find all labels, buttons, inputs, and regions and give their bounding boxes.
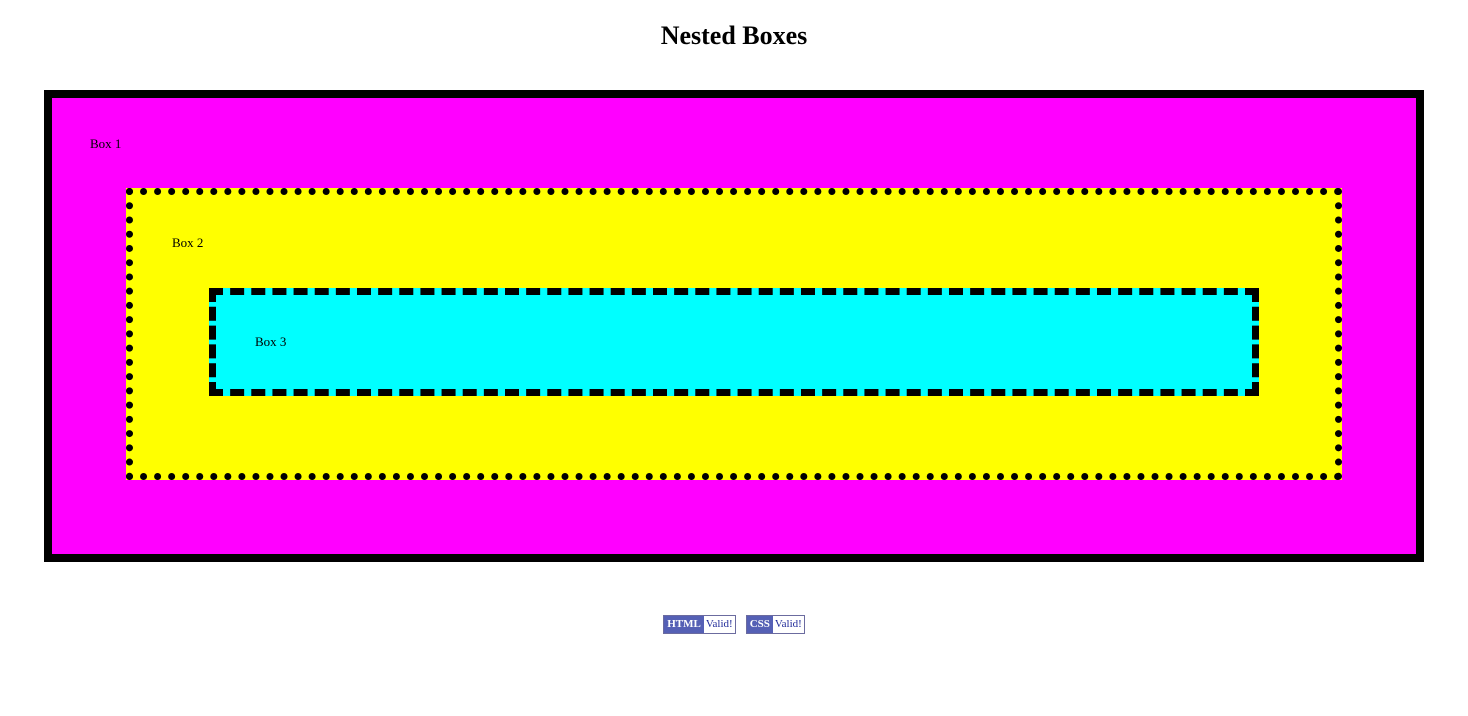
css-badge-key: CSS xyxy=(746,616,773,633)
html-badge-key: HTML xyxy=(664,616,704,633)
box-3-label: Box 3 xyxy=(255,334,287,349)
box-1-label: Box 1 xyxy=(90,136,122,151)
page-title: Nested Boxes xyxy=(660,21,808,50)
box-3: Box 3 xyxy=(209,288,1259,396)
html-badge-value: Valid! xyxy=(703,616,735,633)
box-2-label: Box 2 xyxy=(172,235,204,250)
css-badge-value: Valid! xyxy=(772,616,804,633)
